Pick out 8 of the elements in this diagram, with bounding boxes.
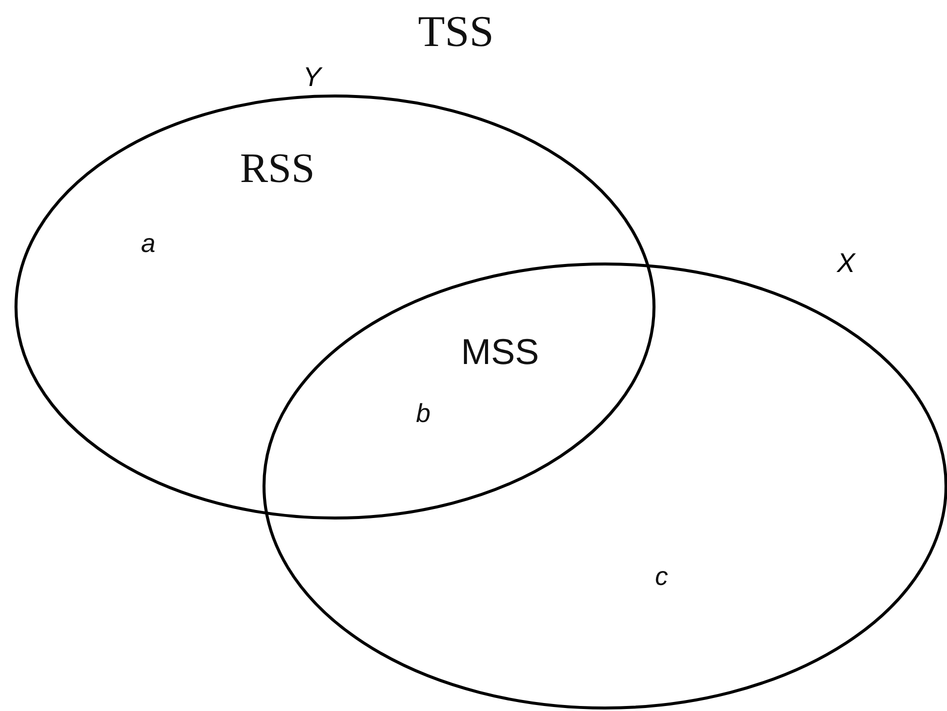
region-label: b <box>416 400 430 426</box>
venn-title: TSS <box>418 10 494 54</box>
region-label: a <box>141 230 156 256</box>
set-label: X <box>837 250 856 277</box>
region-label: MSS <box>461 334 540 370</box>
region-label: c <box>655 563 668 589</box>
set-label: Y <box>303 64 322 91</box>
region-label: RSS <box>240 148 315 190</box>
